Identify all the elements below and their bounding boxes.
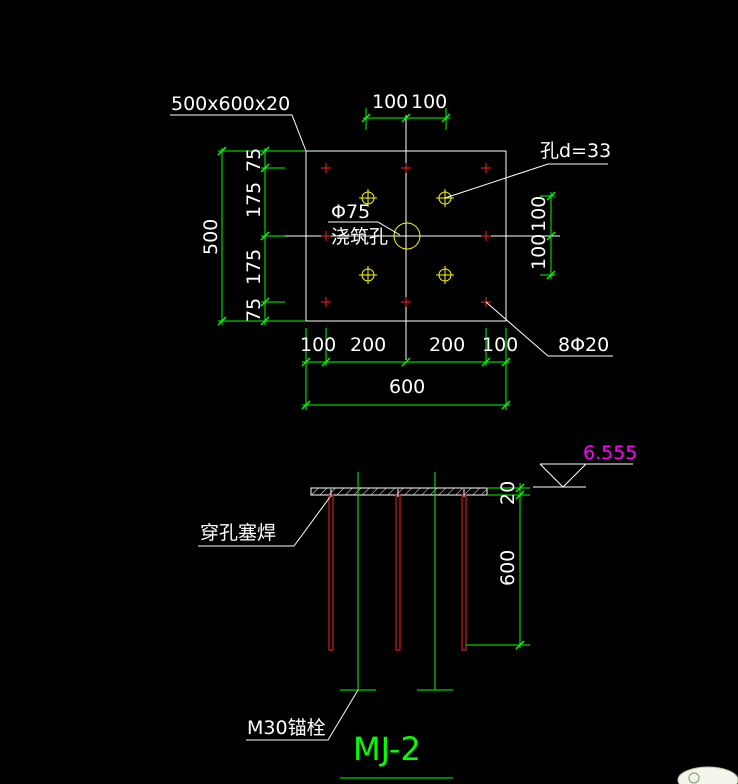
hole-label-leader	[444, 163, 608, 199]
bottom-dimension: 100 200 200 100 600	[300, 328, 518, 410]
elevation-value: 6.555	[583, 442, 637, 464]
right-dim-2: 100	[528, 234, 550, 270]
pour-hole-name: 浇筑孔	[331, 226, 388, 248]
anchor-label: M30锚栓	[247, 717, 326, 739]
bottom-dim-2: 200	[350, 334, 386, 356]
section-dimension: 20 600	[466, 481, 530, 650]
weld-label-leader	[198, 496, 331, 547]
pour-hole-dia: Φ75	[331, 201, 370, 223]
bottom-dim-3: 200	[429, 334, 465, 356]
bolt-hole	[359, 189, 377, 207]
stud-mark	[321, 231, 331, 241]
stud-mark	[481, 231, 491, 241]
right-dim-1: 100	[528, 196, 550, 232]
plan-view: 500x600x20 孔d=33 Φ75 浇筑孔 8Φ20 100 100	[170, 91, 613, 410]
thickness-value: 20	[497, 481, 519, 505]
left-dimension: 500 75 175 175 75	[200, 146, 306, 326]
right-dimension: 100 100	[528, 191, 556, 280]
anchor-rod	[328, 494, 334, 651]
corner-widget-icon[interactable]	[677, 766, 738, 784]
bolt-holes	[359, 189, 454, 284]
drawing-title: MJ-2	[353, 730, 421, 768]
elevation-marker: 6.555	[533, 442, 637, 488]
bolt-hole	[359, 266, 377, 284]
bolt-label: 8Φ20	[558, 334, 609, 356]
section-view: 6.555 20 600 穿孔塞焊 M30锚栓 MJ-2	[198, 442, 637, 779]
stud-mark	[401, 297, 411, 307]
anchor-rod	[395, 494, 401, 651]
anchor-rod	[461, 494, 467, 651]
plate-label: 500x600x20	[171, 93, 290, 115]
left-dim-1: 75	[243, 148, 265, 172]
bolt-label-leader	[485, 301, 613, 357]
left-dim-4: 75	[243, 298, 265, 322]
plate-label-leader	[170, 114, 307, 152]
left-dim-2: 175	[243, 182, 265, 218]
hole-label: 孔d=33	[540, 140, 611, 162]
top-dim-1: 100	[372, 91, 408, 113]
top-dim-2: 100	[411, 91, 447, 113]
bolt-hole	[436, 266, 454, 284]
bottom-total: 600	[389, 376, 425, 398]
left-dim-3: 175	[243, 249, 265, 285]
bottom-dim-1: 100	[300, 334, 336, 356]
anchor-label-leader	[246, 689, 359, 741]
left-total: 500	[200, 219, 222, 255]
stud-mark	[401, 163, 411, 173]
stud-mark	[481, 163, 491, 173]
stud-mark	[321, 163, 331, 173]
weld-label: 穿孔塞焊	[200, 522, 276, 544]
pour-hole-leader	[328, 221, 401, 236]
stud-mark	[321, 297, 331, 307]
anchor-rods	[328, 489, 467, 651]
bottom-dim-4: 100	[482, 334, 518, 356]
section-plate	[310, 487, 488, 496]
pour-hole-circle	[393, 222, 421, 250]
anchor-length-value: 600	[497, 550, 519, 586]
top-dimension: 100 100	[361, 91, 451, 130]
